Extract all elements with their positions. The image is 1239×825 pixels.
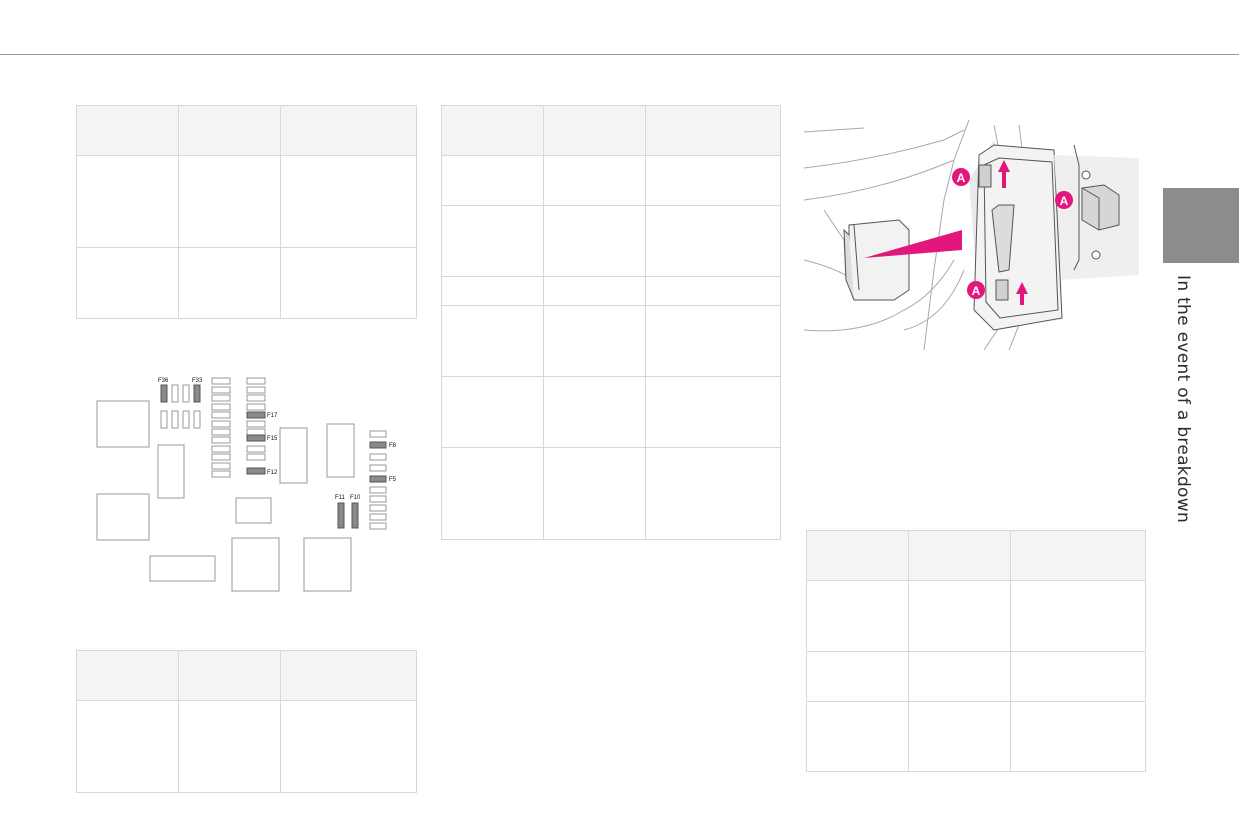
fuse-slot <box>246 467 266 475</box>
fuse-slot <box>193 410 201 429</box>
table-row <box>76 155 417 248</box>
fuse-slot <box>369 464 387 472</box>
arrow-up-icon <box>998 160 1010 188</box>
fuse-label-f8: F8 <box>389 443 397 449</box>
fuse-slot <box>160 410 168 429</box>
fuse-box <box>843 219 910 301</box>
table-row <box>441 305 781 377</box>
fuse-table-3 <box>441 105 781 540</box>
fuse-slot <box>246 453 266 461</box>
relay-block <box>157 444 185 499</box>
fuse-label-f12: F12 <box>267 470 278 476</box>
relay-block <box>96 400 150 448</box>
fuse-slot <box>369 475 387 483</box>
fuse-label-f36: F36 <box>158 378 169 384</box>
fuse-label-f5: F5 <box>389 477 397 483</box>
fuse-slot <box>246 394 266 402</box>
relay-block <box>326 423 355 478</box>
fuse-slot <box>211 420 231 428</box>
section-title: In the event of a breakdown <box>1173 275 1193 524</box>
table-row <box>441 155 781 206</box>
table-row <box>806 580 1146 652</box>
fuse-slot <box>211 436 231 444</box>
table-header-row <box>76 105 417 156</box>
fuse-slot <box>369 504 387 512</box>
fuse-slot <box>246 411 266 419</box>
fuse-slot <box>369 441 387 449</box>
fuse-slot <box>246 403 266 411</box>
fuse-slot <box>337 502 345 529</box>
fuse-slot <box>246 386 266 394</box>
fuse-label-f17: F17 <box>267 413 278 419</box>
callout-a-icon: A <box>952 168 970 186</box>
relay-block <box>303 537 352 592</box>
fuse-slot <box>193 384 201 403</box>
fusebox-cover-illustration: A A A <box>804 120 1139 351</box>
table-row <box>441 376 781 448</box>
svg-text:A: A <box>957 171 966 185</box>
fuse-slot <box>211 386 231 394</box>
fuse-table-2 <box>76 650 417 793</box>
fuse-box-diagram: F36 F33 F17 F15 F12 F8 F5 F11 F10 <box>96 377 397 592</box>
fuse-table-1 <box>76 105 417 319</box>
fuse-slot <box>246 377 266 385</box>
fuse-slot <box>369 486 387 494</box>
fuse-slot <box>211 470 231 478</box>
table-row <box>441 447 781 540</box>
table-row <box>441 205 781 277</box>
table-header-row <box>76 650 417 701</box>
fuse-slot <box>369 495 387 503</box>
table-row <box>806 701 1146 772</box>
fuse-slot <box>211 428 231 436</box>
fuse-slot <box>246 420 266 428</box>
callout-a-icon: A <box>1055 191 1073 209</box>
table-row <box>806 651 1146 702</box>
clip-detail <box>1054 144 1139 280</box>
relay-block <box>96 493 150 541</box>
relay-block <box>231 537 280 592</box>
top-rule <box>0 54 1239 55</box>
fuse-slot <box>246 445 266 453</box>
relay-block <box>235 497 272 524</box>
section-tab <box>1163 188 1239 263</box>
fuse-slot <box>171 384 179 403</box>
fuse-slot <box>182 410 190 429</box>
fuse-slot <box>211 403 231 411</box>
fuse-slot <box>182 384 190 403</box>
fuse-label-f10: F10 <box>350 495 361 501</box>
fuse-slot <box>211 453 231 461</box>
table-row <box>76 700 417 793</box>
relay-block <box>279 427 308 484</box>
fuse-slot <box>211 377 231 385</box>
table-row <box>441 276 781 306</box>
fuse-slot <box>351 502 359 529</box>
fuse-slot <box>369 453 387 461</box>
table-header-row <box>806 530 1146 581</box>
fuse-slot <box>211 462 231 470</box>
fuse-slot <box>211 394 231 402</box>
fuse-slot <box>211 411 231 419</box>
fuse-slot <box>171 410 179 429</box>
svg-text:A: A <box>1060 194 1069 208</box>
fuse-slot <box>369 522 387 530</box>
table-header-row <box>441 105 781 156</box>
relay-block <box>149 555 216 582</box>
svg-text:A: A <box>972 284 981 298</box>
fuse-label-f15: F15 <box>267 436 278 442</box>
table-row <box>76 247 417 319</box>
cover-panel <box>969 140 1063 331</box>
fuse-slot <box>211 445 231 453</box>
callout-a-icon: A <box>967 281 985 299</box>
fuse-slot <box>246 434 266 442</box>
fuse-label-f11: F11 <box>335 495 346 501</box>
arrow-up-icon <box>1016 282 1028 305</box>
fuse-label-f33: F33 <box>192 378 203 384</box>
fuse-slot <box>160 384 168 403</box>
fuse-slot <box>369 430 387 438</box>
pointer-wedge <box>864 230 962 258</box>
fuse-table-4 <box>806 530 1146 772</box>
fuse-slot <box>246 428 266 436</box>
fuse-slot <box>369 513 387 521</box>
